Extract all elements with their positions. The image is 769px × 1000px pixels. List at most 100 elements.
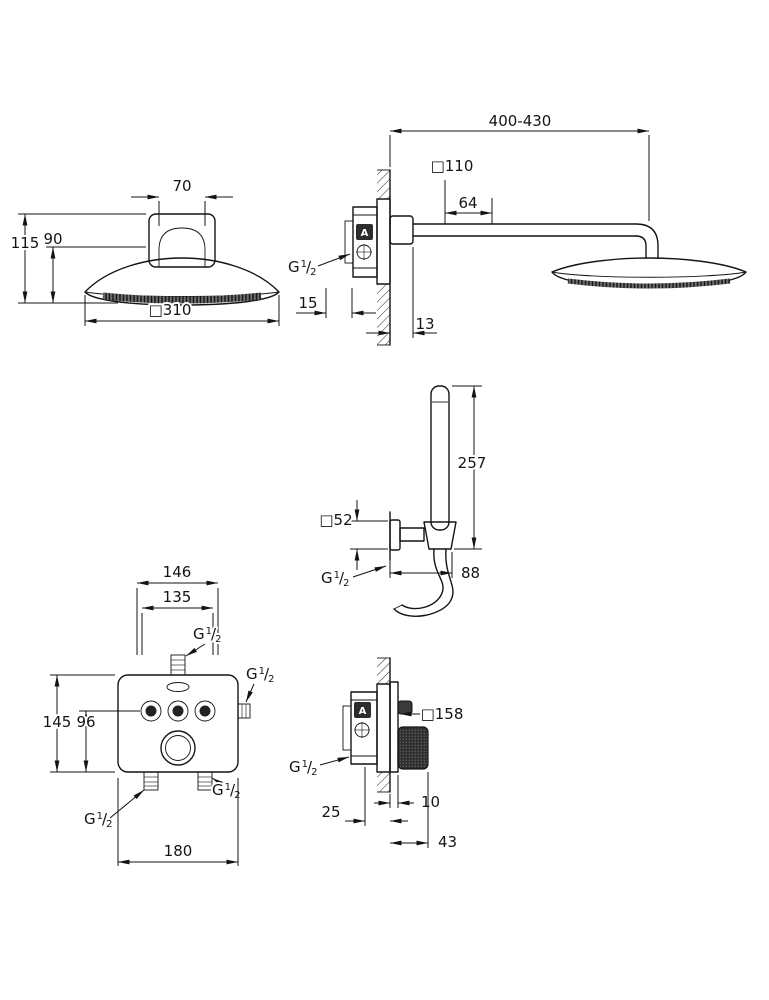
thread-size-label: G1/2 bbox=[84, 810, 112, 830]
temperature-knob bbox=[160, 730, 196, 766]
thread-size-label: G1/2 bbox=[246, 665, 274, 685]
thread-size-label: G1/2 bbox=[289, 758, 317, 778]
wall-section bbox=[377, 169, 391, 346]
wall-hatch-upper bbox=[377, 658, 390, 684]
dim-96: 96 bbox=[74, 710, 140, 772]
dim-43: 43 bbox=[390, 772, 459, 853]
shower-head-side bbox=[551, 257, 747, 289]
select-button-2 bbox=[167, 700, 189, 722]
dim-90: 90 bbox=[41, 228, 146, 303]
dim-135: 135 bbox=[141, 586, 214, 655]
dim-88-label: 88 bbox=[461, 564, 480, 582]
dim-25: 25 bbox=[319, 767, 408, 826]
hand-shower-handle bbox=[430, 385, 450, 531]
concealed-valve: A bbox=[344, 198, 391, 285]
dim-10: 10 bbox=[374, 775, 442, 813]
dim-70: 70 bbox=[131, 175, 233, 226]
dim-90-label: 90 bbox=[43, 230, 62, 248]
dim-10-label: 10 bbox=[421, 793, 440, 811]
dim-257-label: 257 bbox=[458, 454, 487, 472]
thread-size-label: G1/2 bbox=[212, 781, 240, 801]
dim-70-label: 70 bbox=[172, 177, 191, 195]
hand-shower bbox=[389, 385, 457, 617]
brand-logo-oval bbox=[166, 682, 190, 692]
wall-hatch-lower bbox=[377, 772, 390, 792]
thread-bottom-left-callout: G1/2 bbox=[82, 789, 145, 832]
dim-15-label: 15 bbox=[298, 294, 317, 312]
shower-arm bbox=[389, 215, 659, 259]
thread-size-label: G1/2 bbox=[193, 625, 221, 645]
dim-52: □52 bbox=[317, 500, 388, 570]
hose-outer bbox=[401, 548, 444, 610]
temperature-knob-side bbox=[397, 726, 429, 770]
hand-shower-view: 257 □52 G1/2 88 bbox=[317, 385, 488, 617]
thread-inlet-callout: G1/2 bbox=[287, 756, 350, 780]
trim-plate bbox=[117, 654, 251, 791]
concealed-valve: A bbox=[342, 683, 391, 773]
valve-logo-badge bbox=[356, 224, 373, 240]
dim-400-430-label: 400-430 bbox=[489, 112, 552, 130]
holder-cone bbox=[423, 521, 457, 550]
holder-wall-plate bbox=[389, 519, 401, 551]
shower-head-front bbox=[84, 257, 280, 306]
valve-logo-mark: A bbox=[359, 706, 367, 717]
bottom-port-left bbox=[143, 771, 159, 791]
dim-158-label: □158 bbox=[421, 705, 464, 723]
valve-logo-mark: A bbox=[361, 228, 369, 239]
escutcheon-plate bbox=[389, 681, 399, 773]
dim-25-label: 25 bbox=[321, 803, 340, 821]
arm-escutcheon bbox=[389, 215, 414, 245]
select-button-2-center bbox=[172, 705, 184, 717]
wall-hatch-lower bbox=[377, 284, 390, 345]
select-button-side bbox=[397, 700, 413, 715]
overhead-shower-front-view: 70 115 90 □310 bbox=[9, 175, 280, 326]
dim-52-label: □52 bbox=[319, 511, 352, 529]
arm-elbow-inner bbox=[635, 235, 647, 259]
thread-size-label: G1/2 bbox=[321, 569, 349, 589]
thermostat-front-view: 146 135 G1/2 G1/2 145 96 G1 bbox=[41, 561, 276, 866]
dim-64-label: 64 bbox=[458, 194, 477, 212]
bottom-port-right bbox=[197, 771, 213, 791]
dim-115: 115 bbox=[9, 213, 146, 304]
ceiling-mount bbox=[148, 213, 216, 268]
thread-size-label: G1/2 bbox=[288, 258, 316, 278]
thread-side-callout: G1/2 bbox=[244, 663, 276, 703]
dim-145-label: 145 bbox=[43, 713, 72, 731]
dim-13-label: 13 bbox=[415, 315, 434, 333]
dim-13: 13 bbox=[366, 247, 437, 338]
dim-310-label: □310 bbox=[149, 301, 192, 319]
thread-bottom-right-callout: G1/2 bbox=[210, 777, 242, 803]
dim-400-430: 400-430 bbox=[389, 110, 650, 221]
dim-180: 180 bbox=[117, 778, 239, 866]
wall-hatch-upper bbox=[377, 170, 390, 199]
select-button-1-center bbox=[145, 705, 157, 717]
spray-face-side bbox=[567, 278, 731, 289]
trim-plate-outline bbox=[117, 674, 239, 773]
side-port bbox=[237, 703, 251, 719]
dim-158-callout: □158 bbox=[400, 703, 465, 725]
dim-110-label: □110 bbox=[431, 157, 474, 175]
dim-180-label: 180 bbox=[164, 842, 193, 860]
dim-43-label: 43 bbox=[438, 833, 457, 851]
select-button-3 bbox=[194, 700, 216, 722]
hose-inner bbox=[393, 548, 454, 617]
thread-top-callout: G1/2 bbox=[185, 623, 223, 657]
valve-logo-badge bbox=[354, 702, 371, 718]
dim-15: 15 bbox=[296, 288, 376, 318]
dim-96-label: 96 bbox=[76, 713, 95, 731]
dim-64: 64 bbox=[444, 180, 493, 224]
dim-115-label: 115 bbox=[11, 234, 40, 252]
top-port bbox=[170, 654, 186, 676]
dim-135-label: 135 bbox=[163, 588, 192, 606]
dim-145: 145 bbox=[41, 674, 115, 773]
overhead-shower-side-view: A 400-430 □110 64 G1/2 bbox=[286, 110, 747, 346]
dim-310: □310 bbox=[84, 295, 280, 326]
thread-outlet-callout: G1/2 bbox=[319, 565, 387, 591]
arm-elbow-outer bbox=[635, 223, 659, 259]
select-button-3-center bbox=[199, 705, 211, 717]
holder-arm bbox=[399, 527, 425, 542]
thread-inlet-callout: G1/2 bbox=[286, 253, 351, 280]
select-button-1 bbox=[140, 700, 162, 722]
